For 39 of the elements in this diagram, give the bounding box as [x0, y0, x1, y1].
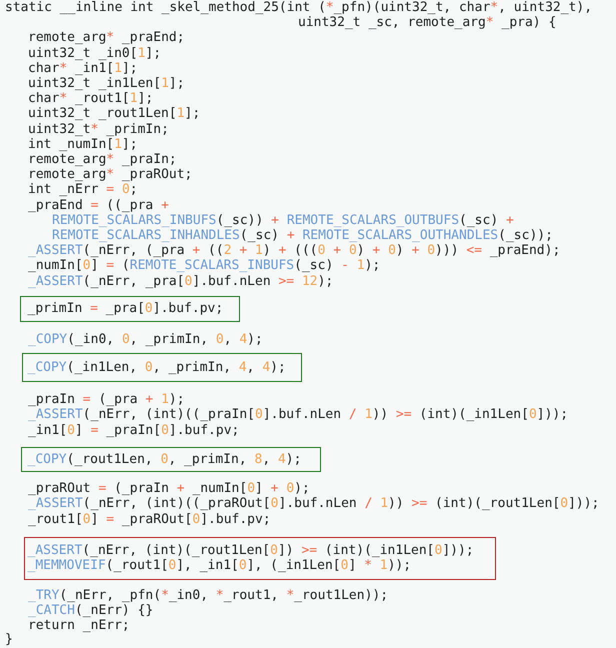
code-line: _COPY(_in0, 0, _primIn, 0, 4);: [28, 332, 263, 347]
code-line: _praEnd = ((_pra +: [28, 198, 169, 213]
code-line: REMOTE_SCALARS_INBUFS(_sc)) + REMOTE_SCALARS_OUTBUFS(_sc) +: [52, 213, 514, 228]
code-line: uint32_t _in1Len[1];: [28, 76, 185, 91]
code-line: _primIn = _pra[0].buf.pv;: [28, 301, 224, 316]
code-line: _ASSERT(_nErr, (int)(_rout1Len[0]) >= (int)(_in1Len[0]));: [28, 543, 474, 558]
code-line: _ASSERT(_nErr, (int)((_praIn[0].buf.nLen / 1)) >= (int)(_in1Len[0]));: [28, 407, 568, 422]
code-line: int _numIn[1];: [28, 137, 138, 152]
code-line: _in1[0] = _praIn[0].buf.pv;: [28, 423, 240, 438]
code-line: static __inline int _skel_method_25(int (*_pfn)(uint32_t, char*, uint32_t),: [5, 0, 592, 15]
code-line: }: [5, 632, 13, 647]
code-line: return _nErr;: [28, 618, 130, 633]
code-line: _TRY(_nErr, _pfn(*_in0, *_rout1, *_rout1Len));: [28, 588, 388, 603]
code-line: remote_arg* _praROut;: [28, 167, 192, 182]
code-line: remote_arg* _praIn;: [28, 152, 177, 167]
code-line: _COPY(_in1Len, 0, _primIn, 4, 4);: [28, 360, 286, 375]
code-line: _ASSERT(_nErr, (int)((_praROut[0].buf.nLen / 1)) >= (int)(_rout1Len[0]));: [28, 496, 600, 511]
code-line: _rout1[0] = _praROut[0].buf.pv;: [28, 512, 271, 527]
code-line: char* _rout1[1];: [28, 91, 154, 106]
code-line: _praIn = (_pra + 1);: [28, 392, 185, 407]
code-line: remote_arg* _praEnd;: [28, 30, 185, 45]
code-line: uint32_t _sc, remote_arg* _pra) {: [298, 15, 556, 30]
code-line: _MEMMOVEIF(_rout1[0], _in1[0], (_in1Len[0] * 1));: [28, 558, 412, 573]
code-line: _COPY(_rout1Len, 0, _primIn, 8, 4);: [28, 452, 302, 467]
code-line: REMOTE_SCALARS_INHANDLES(_sc) + REMOTE_SCALARS_OUTHANDLES(_sc));: [52, 228, 553, 243]
code-line: _numIn[0] = (REMOTE_SCALARS_INBUFS(_sc) - 1);: [28, 258, 380, 273]
highlight-box: [20, 296, 240, 322]
code-line: int _nErr = 0;: [28, 182, 138, 197]
code-line: char* _in1[1];: [28, 61, 138, 76]
code-line: uint32_t* _primIn;: [28, 122, 169, 137]
code-line: _praROut = (_praIn + _numIn[0] + 0);: [28, 481, 310, 496]
highlight-box: [22, 353, 302, 382]
code-line: _CATCH(_nErr) {}: [28, 603, 154, 618]
code-line: _ASSERT(_nErr, (_pra + ((2 + 1) + (((0 + 0) + 0) + 0))) <= _praEnd);: [28, 243, 560, 258]
code-line: _ASSERT(_nErr, _pra[0].buf.nLen >= 12);: [28, 274, 334, 289]
code-line: uint32_t _rout1Len[1];: [28, 106, 200, 121]
code-line: uint32_t _in0[1];: [28, 46, 162, 61]
highlight-box: [24, 537, 496, 580]
highlight-box: [21, 447, 321, 472]
